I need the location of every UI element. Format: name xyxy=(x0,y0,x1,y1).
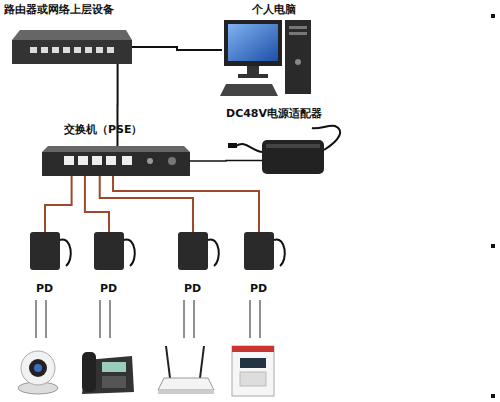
node-label: DC48V电源适配器 xyxy=(226,106,322,121)
pd-node: PD xyxy=(30,232,60,270)
switch-node: 交换机（PSE） xyxy=(42,146,190,176)
device-wire xyxy=(36,300,260,338)
switch-device xyxy=(42,146,190,176)
pc-node: 个人电脑 xyxy=(222,18,312,98)
tick-mark xyxy=(491,14,495,18)
router-node: 路由器或网络上层设备 xyxy=(12,30,132,64)
adapter-node: DC48V电源适配器 xyxy=(262,140,324,174)
connector-line xyxy=(190,160,262,162)
node-label: PD xyxy=(250,282,267,295)
wireless-ap xyxy=(158,346,214,394)
pd-node: PD xyxy=(178,232,208,270)
node-label: 个人电脑 xyxy=(252,2,296,17)
router-device xyxy=(12,30,132,64)
ip-camera xyxy=(18,351,58,394)
ip-phone xyxy=(82,352,134,394)
pd-adapter xyxy=(30,232,285,270)
tick-mark xyxy=(491,394,495,398)
connector-line xyxy=(132,47,222,50)
node-label: 交换机（PSE） xyxy=(64,122,143,137)
node-label: PD xyxy=(100,282,117,295)
node-label: 路由器或网络上层设备 xyxy=(4,2,114,17)
connector-line xyxy=(113,176,259,232)
connector-line xyxy=(85,176,109,232)
inverter-device xyxy=(232,346,274,396)
power-adapter xyxy=(228,126,340,174)
connector-line xyxy=(45,176,72,232)
tick-mark xyxy=(491,244,495,248)
pd-node: PD xyxy=(244,232,274,270)
node-label: PD xyxy=(184,282,201,295)
pd-node: PD xyxy=(94,232,124,270)
pc-device xyxy=(220,20,311,96)
node-label: PD xyxy=(36,282,53,295)
